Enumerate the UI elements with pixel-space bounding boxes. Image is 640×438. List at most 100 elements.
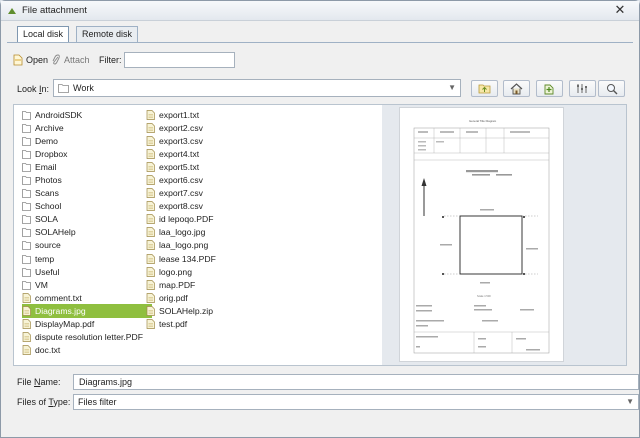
item-label: Demo [35, 135, 58, 146]
item-label: export1.txt [159, 109, 200, 120]
folder-icon [22, 280, 31, 290]
folder-item[interactable]: Demo [22, 134, 152, 147]
file-item[interactable]: map.PDF [146, 278, 276, 291]
preview-pane: Scale 1:500 General Title Diagram [382, 105, 626, 365]
file-name-input[interactable]: Diagrams.jpg [73, 374, 639, 390]
details-view-button[interactable] [569, 80, 596, 97]
folder-item[interactable]: Archive [22, 121, 152, 134]
item-label: Dropbox [35, 148, 68, 159]
file-icon [146, 240, 155, 251]
file-icon [146, 201, 155, 212]
item-label: SOLAHelp [35, 227, 76, 238]
item-label: comment.txt [35, 292, 82, 303]
tab-panel [7, 42, 633, 428]
folder-icon [22, 267, 31, 277]
item-label: VM [35, 279, 48, 290]
item-label: test.pdf [159, 319, 188, 330]
folder-icon [22, 163, 31, 172]
app-icon [8, 8, 16, 14]
item-label: Scans [35, 188, 59, 199]
file-item[interactable]: test.pdf [146, 318, 276, 331]
new-folder-icon [544, 84, 554, 94]
file-item[interactable]: export3.csv [146, 134, 276, 147]
chevron-down-icon: ▼ [448, 83, 456, 92]
file-type-select[interactable]: Files filter ▼ [73, 394, 639, 410]
tab-local-disk[interactable]: Local disk [17, 26, 70, 43]
folder-item[interactable]: temp [22, 252, 152, 265]
file-item[interactable]: Diagrams.jpg [22, 304, 152, 318]
folder-item[interactable]: SOLAHelp [22, 226, 152, 239]
file-item[interactable]: export7.csv [146, 187, 276, 200]
file-icon [146, 306, 155, 316]
folder-item[interactable]: Dropbox [22, 147, 152, 160]
file-item[interactable]: export2.csv [146, 121, 276, 134]
file-item[interactable]: laa_logo.jpg [146, 226, 276, 239]
file-item[interactable]: export1.txt [146, 108, 276, 121]
filter-input[interactable] [124, 52, 235, 68]
preview-image: Scale 1:500 General Title Diagram [399, 107, 564, 362]
folder-item[interactable]: Useful [22, 265, 152, 278]
file-item[interactable]: orig.pdf [146, 291, 276, 304]
search-icon [606, 83, 617, 94]
home-button[interactable] [503, 80, 530, 97]
file-icon [22, 332, 31, 342]
open-file-icon [13, 54, 23, 66]
folder-item[interactable]: source [22, 239, 152, 252]
file-item[interactable]: export5.txt [146, 160, 276, 173]
file-item[interactable]: doc.txt [22, 344, 152, 357]
folder-icon [22, 202, 31, 212]
item-label: Diagrams.jpg [35, 305, 86, 316]
folder-icon [58, 84, 69, 93]
item-label: Photos [35, 175, 62, 186]
look-in-combo[interactable]: Work ▼ [53, 79, 461, 97]
file-item[interactable]: DisplayMap.pdf [22, 318, 152, 331]
item-label: laa_logo.png [159, 240, 209, 251]
file-icon [146, 227, 155, 238]
tab-remote-disk[interactable]: Remote disk [76, 26, 139, 42]
folder-item[interactable]: Email [22, 160, 152, 173]
file-item[interactable]: lease 134.PDF [146, 252, 276, 265]
close-button[interactable]: ✕ [614, 2, 626, 17]
attach-button[interactable]: Attach [51, 52, 90, 68]
item-label: export8.csv [159, 201, 203, 212]
folder-up-button[interactable] [471, 80, 498, 97]
folder-up-icon [478, 84, 491, 94]
file-item[interactable]: SOLAHelp.zip [146, 304, 276, 317]
open-button[interactable]: Open [13, 52, 48, 68]
file-item[interactable]: export4.txt [146, 147, 276, 160]
folder-item[interactable]: School [22, 200, 152, 213]
item-label: SOLA [35, 214, 58, 225]
item-label: Archive [35, 122, 64, 133]
folder-item[interactable]: VM [22, 278, 152, 291]
item-label: Email [35, 161, 57, 172]
folder-item[interactable]: Photos [22, 173, 152, 186]
item-label: export2.csv [159, 122, 203, 133]
home-icon [510, 82, 523, 94]
open-label: Open [26, 55, 49, 65]
item-label: export3.csv [159, 135, 203, 146]
file-item[interactable]: dispute resolution letter.PDF [22, 331, 152, 344]
folder-icon [22, 136, 31, 146]
folder-item[interactable]: AndroidSDK [22, 108, 152, 121]
search-button[interactable] [598, 80, 625, 97]
folder-item[interactable]: Scans [22, 187, 152, 200]
file-item[interactable]: comment.txt [22, 291, 152, 304]
item-label: export7.csv [159, 188, 203, 199]
file-item[interactable]: id lepoqo.PDF [146, 213, 276, 226]
file-icon [146, 214, 155, 225]
file-icon [146, 293, 155, 303]
item-label: School [35, 201, 62, 212]
new-folder-button[interactable] [536, 80, 563, 97]
paperclip-icon [52, 54, 60, 65]
file-icon [22, 319, 31, 329]
file-item[interactable]: export8.csv [146, 200, 276, 213]
file-icon [146, 279, 155, 290]
item-label: AndroidSDK [35, 109, 83, 120]
item-label: doc.txt [35, 345, 61, 356]
file-item[interactable]: export6.csv [146, 173, 276, 186]
file-item[interactable]: laa_logo.png [146, 239, 276, 252]
folder-item[interactable]: SOLA [22, 213, 152, 226]
file-item[interactable]: logo.png [146, 265, 276, 278]
